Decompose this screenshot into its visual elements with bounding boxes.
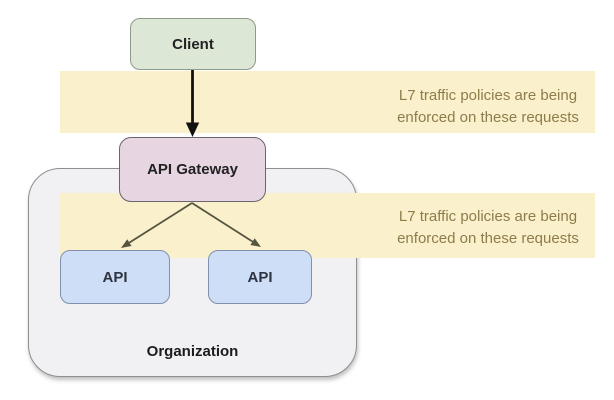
api-node-right: API (208, 250, 312, 304)
api-node-left-label: API (102, 268, 128, 286)
callout-bottom-line-2: enforced on these requests (397, 230, 579, 247)
api-node-left: API (60, 250, 170, 304)
callout-band-top (60, 71, 595, 133)
client-node-label: Client (172, 35, 214, 53)
callout-bottom-line-1: L7 traffic policies are being (398, 208, 578, 225)
callout-text-bottom: L7 traffic policies are being enforced o… (372, 206, 604, 250)
callout-top-line-1: L7 traffic policies are being (398, 87, 578, 104)
api-gateway-node-label: API Gateway (147, 161, 238, 178)
callout-top-line-2: enforced on these requests (397, 109, 579, 126)
api-node-right-label: API (247, 268, 273, 286)
api-gateway-node: API Gateway (119, 137, 266, 202)
callout-text-top: L7 traffic policies are being enforced o… (372, 85, 604, 129)
client-node: Client (130, 18, 256, 70)
organization-label: Organization (146, 343, 239, 360)
